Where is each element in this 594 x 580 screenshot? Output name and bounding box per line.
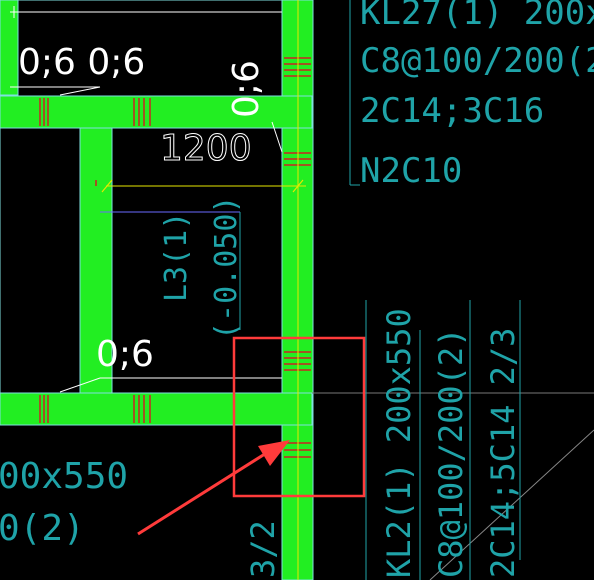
dimension-1200: 1200 bbox=[160, 128, 252, 169]
annotation-brackets bbox=[349, 0, 521, 580]
kl27-stirrup: C8@100/200(2) bbox=[360, 41, 594, 81]
pointer-arrow bbox=[137, 440, 290, 536]
beam-outlines bbox=[0, 0, 314, 580]
kl27-rebar: 2C14;3C16 bbox=[360, 91, 544, 131]
top-horizontal-beam bbox=[0, 95, 313, 129]
kl27-side: N2C10 bbox=[360, 151, 462, 191]
label-mid-left: 0;6 bbox=[96, 334, 154, 375]
label-top-left-pair: 0;6 0;6 bbox=[18, 42, 145, 83]
label-top-vertical: 0;6 bbox=[226, 60, 267, 118]
bottom-fraction: 3/2 bbox=[244, 520, 282, 578]
kl2-rebar: 2C14;5C14 2/3 bbox=[484, 328, 522, 578]
kl2-stirrup: C8@100/200(2) bbox=[432, 328, 470, 578]
kl2-title: KL2(1) 200x550 bbox=[380, 308, 418, 578]
highlight-box bbox=[232, 336, 366, 498]
kl27-title: KL27(1) 200x4 bbox=[360, 0, 594, 33]
l3-elevation: (-0.050) bbox=[209, 196, 244, 341]
bottom-horizontal-beam bbox=[0, 392, 313, 426]
dimension-lines bbox=[10, 0, 594, 580]
l3-title: L3(1) bbox=[159, 212, 194, 302]
left-beam-stirrup: 0(2) bbox=[0, 508, 85, 549]
left-top-stub bbox=[0, 0, 19, 96]
left-beam-size: 00x550 bbox=[0, 456, 128, 497]
